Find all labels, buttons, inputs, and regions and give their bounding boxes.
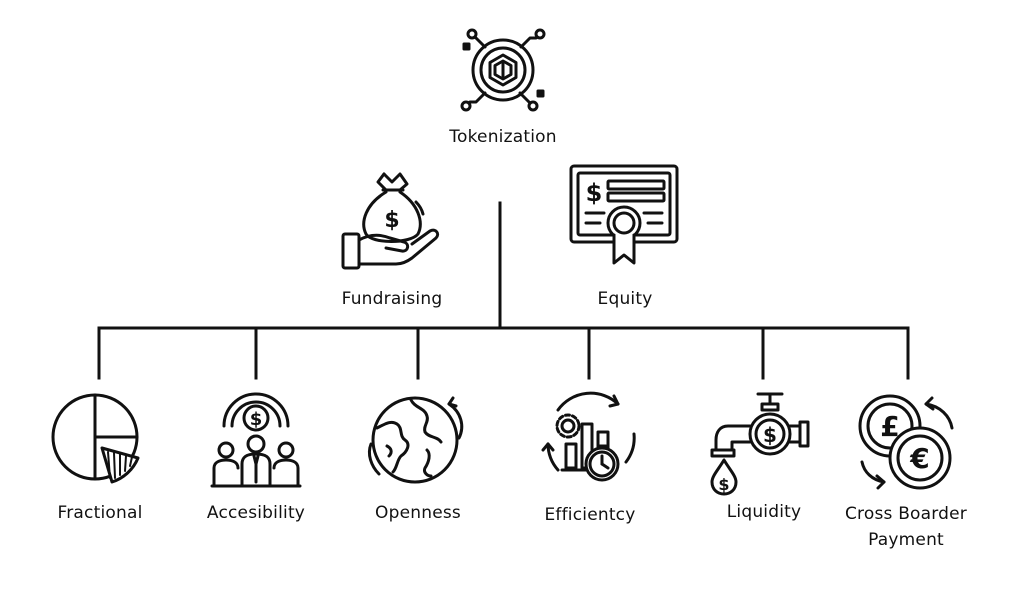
svg-text:€: € xyxy=(909,442,929,475)
certificate-icon: $ xyxy=(568,163,680,273)
svg-text:$: $ xyxy=(250,409,263,430)
faucet-dollar-icon: $ $ xyxy=(708,390,814,496)
money-bag-hand-icon: $ xyxy=(340,172,445,274)
benefit-label-accesibility: Accesibility xyxy=(206,503,306,523)
mid-label-fundraising: Fundraising xyxy=(341,289,443,309)
pie-chart-icon xyxy=(50,392,146,488)
people-dollar-icon: $ xyxy=(210,392,302,488)
mid-label-equity: Equity xyxy=(597,289,653,309)
benefit-label-liquidity: Liquidity xyxy=(726,502,802,522)
svg-text:$: $ xyxy=(586,179,603,207)
benefit-label-openness: Openness xyxy=(375,503,461,523)
svg-text:£: £ xyxy=(880,410,899,443)
svg-text:$: $ xyxy=(384,208,399,233)
svg-text:$: $ xyxy=(718,475,729,494)
svg-text:$: $ xyxy=(763,423,777,447)
gear-chart-clock-icon xyxy=(540,391,640,488)
benefit-label-efficientcy: Efficientcy xyxy=(544,505,636,525)
root-label: Tokenization xyxy=(449,127,557,147)
globe-icon xyxy=(367,394,467,486)
currency-exchange-icon: £ € xyxy=(856,392,960,492)
benefit-label-cross-boarder-payment: Cross Boarder Payment xyxy=(844,504,967,550)
token-chip-icon xyxy=(458,25,548,115)
benefit-label-fractional: Fractional xyxy=(57,503,143,523)
